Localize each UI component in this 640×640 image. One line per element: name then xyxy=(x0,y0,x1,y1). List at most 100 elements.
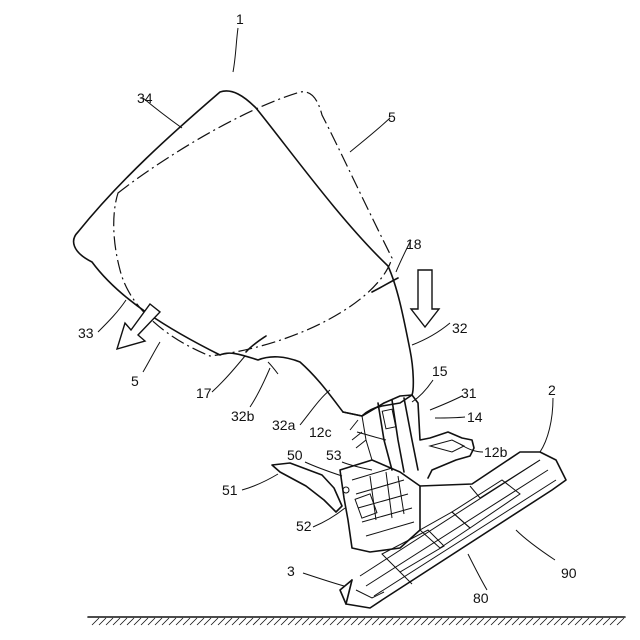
ground-hatch-line xyxy=(176,618,183,625)
ground-hatch-line xyxy=(113,618,120,625)
ground-hatch-line xyxy=(218,618,225,625)
label-53: 53 xyxy=(326,447,342,463)
ground-hatch-line xyxy=(274,618,281,625)
ground-hatch-line xyxy=(526,618,533,625)
ground-hatch-line xyxy=(197,618,204,625)
label-34: 34 xyxy=(137,90,153,106)
ground-hatch-line xyxy=(456,618,463,625)
ground-hatch-line xyxy=(505,618,512,625)
label-50: 50 xyxy=(287,447,303,463)
ground-hatch-line xyxy=(155,618,162,625)
ground-hatch-line xyxy=(554,618,561,625)
leader-lines xyxy=(98,28,555,590)
ground-hatch-line xyxy=(470,618,477,625)
ground-hatch-line xyxy=(484,618,491,625)
ground-hatch-line xyxy=(365,618,372,625)
ground-hatch-line xyxy=(190,618,197,625)
down-arrow xyxy=(411,270,439,327)
label-5-bottom: 5 xyxy=(131,373,139,389)
label-51: 51 xyxy=(222,482,238,498)
ground-hatch-line xyxy=(512,618,519,625)
ground-hatch-line xyxy=(337,618,344,625)
seam-17 xyxy=(246,336,266,352)
ground-hatch-line xyxy=(106,618,113,625)
ground-surface xyxy=(88,617,625,625)
ground-hatch-line xyxy=(148,618,155,625)
ground-hatch-line xyxy=(295,618,302,625)
ground-hatch-line xyxy=(92,618,99,625)
ground-hatch-line xyxy=(617,618,624,625)
ground-hatch-line xyxy=(589,618,596,625)
mechanism-housing xyxy=(340,460,420,552)
ground-hatch-line xyxy=(533,618,540,625)
ground-hatch-line xyxy=(232,618,239,625)
ground-hatch-line xyxy=(225,618,232,625)
ground-hatch-line xyxy=(428,618,435,625)
ground-hatch-line xyxy=(239,618,246,625)
label-2: 2 xyxy=(548,382,556,398)
ground-hatch-line xyxy=(211,618,218,625)
ground-hatch-line xyxy=(435,618,442,625)
cutter-lever xyxy=(272,463,342,512)
bag-outline xyxy=(74,91,414,416)
ground-hatch-line xyxy=(141,618,148,625)
ground-hatch-line xyxy=(372,618,379,625)
label-90: 90 xyxy=(561,565,577,581)
ground-hatch-line xyxy=(386,618,393,625)
label-12b: 12b xyxy=(484,444,508,460)
label-80: 80 xyxy=(473,590,489,606)
ground-hatch-line xyxy=(169,618,176,625)
label-18: 18 xyxy=(406,236,422,252)
ground-hatch-line xyxy=(267,618,274,625)
ground-hatch-line xyxy=(162,618,169,625)
ground-hatch-line xyxy=(351,618,358,625)
main-body xyxy=(340,452,566,608)
label-3: 3 xyxy=(287,563,295,579)
ground-hatch-line xyxy=(596,618,603,625)
ground-hatch-line xyxy=(204,618,211,625)
ground-hatch-line xyxy=(491,618,498,625)
ground-hatch-line xyxy=(463,618,470,625)
ground-hatch-line xyxy=(323,618,330,625)
ground-hatch-line xyxy=(400,618,407,625)
label-1: 1 xyxy=(236,11,244,27)
ground-hatch-line xyxy=(519,618,526,625)
ground-hatch-line xyxy=(582,618,589,625)
label-32b: 32b xyxy=(231,408,255,424)
ground-hatch-line xyxy=(575,618,582,625)
ground-hatch-line xyxy=(99,618,106,625)
label-32: 32 xyxy=(452,320,468,336)
ground-hatch-line xyxy=(449,618,456,625)
ground-hatch-line xyxy=(442,618,449,625)
ground-hatch-line xyxy=(358,618,365,625)
ground-hatch-line xyxy=(134,618,141,625)
ground-hatch-line xyxy=(414,618,421,625)
ground-hatch-line xyxy=(610,618,617,625)
ground-hatch-line xyxy=(246,618,253,625)
ground-hatch-line xyxy=(288,618,295,625)
ground-hatch-line xyxy=(253,618,260,625)
ground-hatch-line xyxy=(316,618,323,625)
ground-hatch-line xyxy=(309,618,316,625)
diagonal-arrow xyxy=(117,304,160,349)
ground-hatch-line xyxy=(281,618,288,625)
ground-hatch-line xyxy=(407,618,414,625)
label-12c: 12c xyxy=(309,424,332,440)
ground-hatch-line xyxy=(477,618,484,625)
ground-hatch-line xyxy=(603,618,610,625)
ground-hatch-line xyxy=(498,618,505,625)
ground-hatch-line xyxy=(344,618,351,625)
label-52: 52 xyxy=(296,518,312,534)
ground-hatch-line xyxy=(260,618,267,625)
ground-hatch-line xyxy=(379,618,386,625)
ground-hatch-line xyxy=(540,618,547,625)
ground-hatch-line xyxy=(302,618,309,625)
label-33: 33 xyxy=(78,325,94,341)
ground-hatch-line xyxy=(183,618,190,625)
label-32a: 32a xyxy=(272,417,296,433)
ground-hatch-line xyxy=(421,618,428,625)
spout-assembly xyxy=(343,395,474,478)
label-31: 31 xyxy=(461,385,477,401)
ground-hatch-line xyxy=(561,618,568,625)
